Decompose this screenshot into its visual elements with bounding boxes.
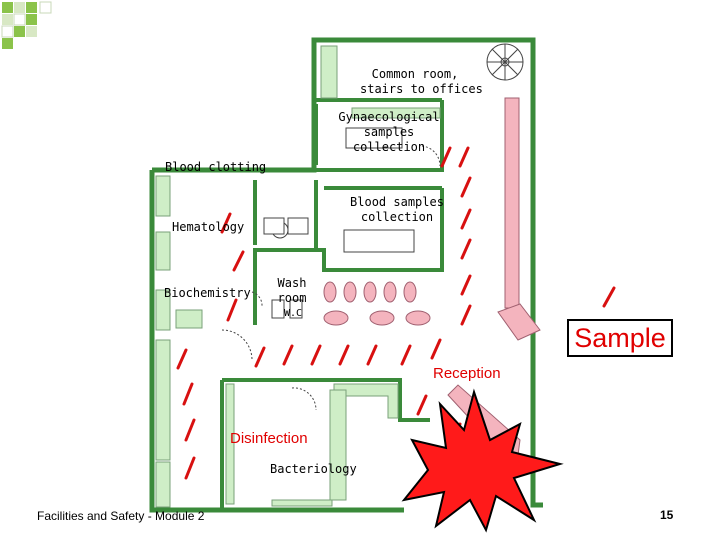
furniture [263, 127, 415, 319]
label-gynaecological: Gynaecological samples collection [338, 110, 440, 154]
label-hematology: Hematology [172, 220, 245, 234]
label-common-room: Common room, stairs to offices [360, 67, 483, 96]
page-number: 15 [660, 508, 674, 522]
reception-counter [447, 97, 541, 461]
decorative-squares [1, 1, 52, 49]
label-biochemistry: Biochemistry [164, 286, 251, 300]
inner-walls [220, 98, 444, 510]
label-blood-samples: Blood samples collection [350, 195, 444, 224]
label-blood-clotting: Blood clotting [165, 160, 267, 174]
label-bacteriology: Bacteriology [270, 462, 357, 476]
label-wash-room: Wash room [277, 276, 307, 305]
sample-callout-text: Sample [574, 322, 666, 353]
label-wc: W.C [283, 308, 303, 319]
slide-footer: Facilities and Safety - Module 2 [37, 509, 205, 523]
benches [155, 45, 441, 508]
label-reception: Reception [433, 365, 501, 382]
stools [323, 281, 431, 326]
label-disinfection: Disinfection [230, 430, 308, 447]
sample-callout: Sample [567, 319, 673, 357]
outer-walls [149, 37, 543, 513]
spiral-staircase [486, 43, 524, 81]
explosion-burst [401, 388, 564, 533]
door-swings [221, 145, 441, 411]
